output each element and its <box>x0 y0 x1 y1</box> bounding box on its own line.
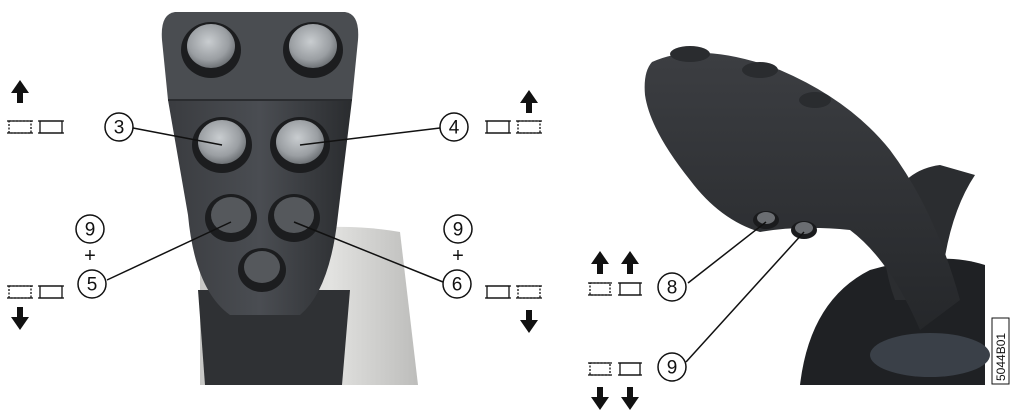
side-view-photo <box>645 46 990 385</box>
dashed-block-icon <box>516 121 542 133</box>
callout-6: 6 <box>443 270 471 298</box>
top-button-right <box>283 22 343 78</box>
callout-5: 5 <box>78 270 106 298</box>
solid-block-icon <box>38 121 64 133</box>
button-8 <box>753 211 779 229</box>
arrow-up-icon <box>621 251 639 274</box>
callout-9-right: 9 <box>444 215 472 243</box>
arrow-up-icon <box>11 80 29 103</box>
callout-3: 3 <box>105 113 133 141</box>
button-9 <box>791 221 817 239</box>
callout-6-label: 6 <box>452 275 463 296</box>
callout-9-side: 9 <box>658 353 686 381</box>
arrow-down-icon <box>520 310 538 333</box>
callout-9-side-label: 9 <box>667 358 678 379</box>
side-handle <box>645 53 960 330</box>
side-8-controls <box>588 251 642 295</box>
callout-9-right-label: 9 <box>453 220 464 241</box>
callout-8-label: 8 <box>667 278 678 299</box>
figure-id-box: 5044B01 <box>992 318 1009 384</box>
top-button-left <box>181 22 241 78</box>
button-6 <box>268 194 320 242</box>
figure-id: 5044B01 <box>994 333 1008 381</box>
arrow-down-icon <box>621 387 639 410</box>
dashed-block-icon <box>7 286 33 298</box>
side-top-bump-1 <box>670 46 710 62</box>
right-top-controls <box>485 90 542 133</box>
left-bottom-controls <box>7 286 64 330</box>
bottom-button <box>238 248 286 292</box>
dashed-block-icon <box>516 286 542 298</box>
left-top-controls <box>7 80 64 133</box>
front-view-photo <box>162 12 418 385</box>
solid-block-icon <box>485 286 511 298</box>
solid-block-icon <box>618 283 642 295</box>
dashed-block-icon <box>7 121 33 133</box>
dashed-block-icon <box>588 283 612 295</box>
plus-left: + <box>84 245 96 267</box>
dashed-block-icon <box>588 363 612 375</box>
callout-9-left-label: 9 <box>85 220 96 241</box>
solid-block-icon <box>38 286 64 298</box>
callout-4-label: 4 <box>449 118 460 139</box>
arrow-up-icon <box>520 90 538 113</box>
right-bottom-controls <box>485 286 542 333</box>
plus-right: + <box>452 245 464 267</box>
arrow-down-icon <box>591 387 609 410</box>
button-5 <box>205 194 257 242</box>
arrow-up-icon <box>591 251 609 274</box>
callout-3-label: 3 <box>114 118 125 139</box>
callout-4: 4 <box>440 113 468 141</box>
side-9-controls <box>588 363 642 410</box>
callout-8: 8 <box>658 273 686 301</box>
solid-block-icon <box>618 363 642 375</box>
callout-9-left: 9 <box>76 215 104 243</box>
callout-5-label: 5 <box>87 275 98 296</box>
side-top-bump-3 <box>799 92 831 108</box>
solid-block-icon <box>485 121 511 133</box>
arrow-down-icon <box>11 307 29 330</box>
side-top-bump-2 <box>742 62 778 78</box>
